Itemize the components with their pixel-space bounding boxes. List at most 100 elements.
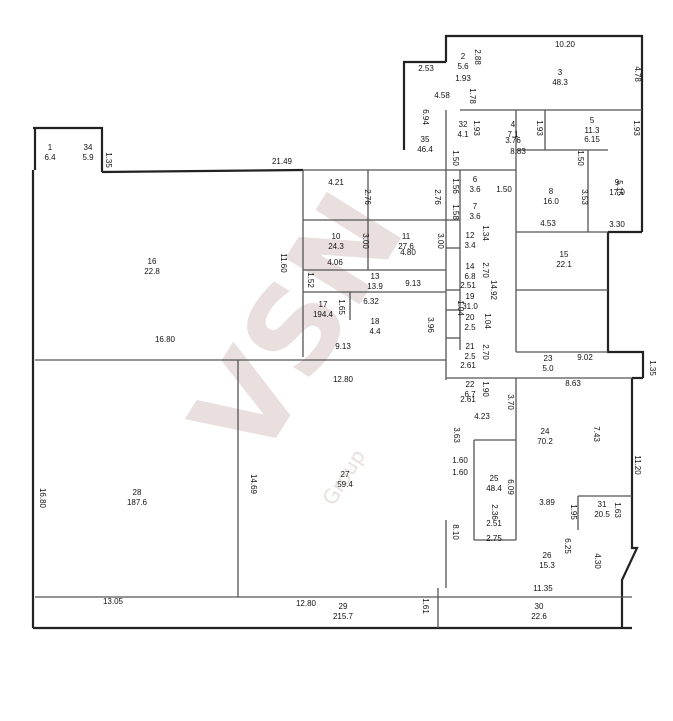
room-number: 5 <box>590 116 595 125</box>
room-area: 3.6 <box>469 212 481 221</box>
room-number: 17 <box>319 300 328 309</box>
room-area: 6.4 <box>44 153 56 162</box>
dimension-label: 1.61 <box>421 598 430 614</box>
dimension-label: 16.80 <box>155 335 176 344</box>
room-number: 29 <box>339 602 348 611</box>
room-9: 917.0 <box>609 178 625 197</box>
room-number: 8 <box>549 187 554 196</box>
dimension-label: 9.13 <box>405 279 421 288</box>
room-area: 22.8 <box>144 267 160 276</box>
room-number: 30 <box>535 602 544 611</box>
room-number: 15 <box>560 250 569 259</box>
dimension-label: 1.63 <box>613 502 622 518</box>
dimension-label: 9.02 <box>577 353 593 362</box>
dimension-label: 1.60 <box>452 468 468 477</box>
dimension-label: 1.93 <box>472 120 481 136</box>
dimension-label: 3.53 <box>580 189 589 205</box>
room-area: 2.5 <box>464 352 476 361</box>
dimension-label: 4.53 <box>540 219 556 228</box>
room-number: 11 <box>402 232 411 241</box>
room-22: 226.7 <box>464 380 476 399</box>
dimension-label: 1.93 <box>632 120 641 136</box>
dimension-label: 2.51 <box>486 519 502 528</box>
dimension-label: 12.80 <box>296 599 317 608</box>
room-number: 35 <box>421 135 430 144</box>
dimension-label: 14.69 <box>249 474 258 495</box>
dimension-label: 2.61 <box>460 361 476 370</box>
room-number: 4 <box>511 120 516 129</box>
room-area: 3.4 <box>464 241 476 250</box>
room-area: 6.8 <box>464 272 476 281</box>
dimension-label: 3.00 <box>436 233 445 249</box>
dimension-label: 6.15 <box>584 135 600 144</box>
room-32: 324.1 <box>457 120 469 139</box>
dimension-label: 1.65 <box>337 299 346 315</box>
dimension-label: 2.53 <box>418 64 434 73</box>
dimension-label: 11.60 <box>279 253 288 273</box>
room-21: 212.5 <box>464 342 476 361</box>
room-area: 17.0 <box>609 188 625 197</box>
exterior-walls <box>31 34 645 630</box>
room-area: 215.7 <box>333 612 354 621</box>
room-area: 5.9 <box>82 153 94 162</box>
dimension-label: 1.50 <box>496 185 512 194</box>
dimension-label: 9.13 <box>335 342 351 351</box>
room-area: 187.6 <box>127 498 148 507</box>
room-area: 7.1 <box>507 130 519 139</box>
room-area: 48.3 <box>552 78 568 87</box>
room-number: 31 <box>598 500 607 509</box>
dimension-label: 21.49 <box>272 157 293 166</box>
room-area: 3.6 <box>469 185 481 194</box>
room-area: 2.5 <box>464 323 476 332</box>
room-23: 235.0 <box>542 354 554 373</box>
dimension-label: 3.76 <box>505 136 521 145</box>
room-area: 5.0 <box>542 364 554 373</box>
dimension-label: 3.96 <box>426 317 435 333</box>
dimension-label: 7.43 <box>592 426 601 442</box>
watermark-brand: VSN <box>165 170 431 481</box>
watermark: VSN Group <box>165 170 431 509</box>
dimension-label: 1.95 <box>569 504 578 520</box>
room-number: 21 <box>466 342 475 351</box>
room-area: 70.2 <box>537 437 553 446</box>
dimension-label: 16.80 <box>38 488 47 509</box>
interior-walls <box>35 109 642 628</box>
room-20: 202.5 <box>464 313 476 332</box>
room-7: 73.6 <box>469 202 481 221</box>
dimension-label: 1.50 <box>451 150 460 166</box>
room-area: 27.6 <box>398 242 414 251</box>
room-34: 345.9 <box>82 143 94 162</box>
room-area: 5.6 <box>457 62 469 71</box>
dimension-label: 6.32 <box>363 297 379 306</box>
room-number: 34 <box>84 143 93 152</box>
room-area: 20.5 <box>594 510 610 519</box>
dimension-label: 1.56 <box>451 178 460 194</box>
room-number: 6 <box>473 175 478 184</box>
room-number: 1 <box>48 143 53 152</box>
dimension-label: 6.25 <box>563 538 572 554</box>
room-area: 46.4 <box>417 145 433 154</box>
room-number: 24 <box>541 427 550 436</box>
dimension-label: 2.61 <box>460 395 476 404</box>
dimension-label: 4.21 <box>328 178 344 187</box>
room-number: 13 <box>371 272 380 281</box>
room-area: 6.7 <box>464 390 476 399</box>
dimension-label: 1.34 <box>481 225 490 241</box>
dimension-label: 14.92 <box>489 280 498 301</box>
room-4: 47.1 <box>507 120 519 139</box>
room-6: 63.6 <box>469 175 481 194</box>
dimension-label: 4.80 <box>400 248 416 257</box>
room-18: 184.4 <box>369 317 381 336</box>
dimension-label: 1.60 <box>452 456 468 465</box>
dimension-label: 3.30 <box>609 220 625 229</box>
dimension-label: 2.70 <box>481 262 490 278</box>
dimension-label: 6.94 <box>421 109 430 125</box>
